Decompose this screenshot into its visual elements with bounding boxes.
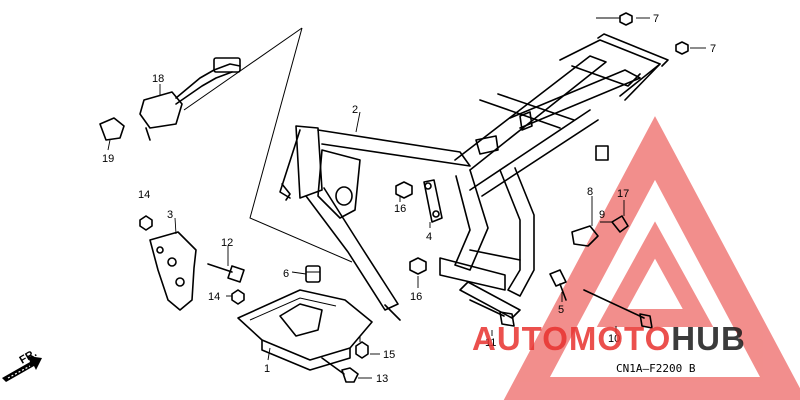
callout-10: 10 xyxy=(608,333,620,345)
callout-19: 19 xyxy=(102,153,114,165)
callout-7a: 7 xyxy=(653,13,659,25)
skid-plate-drawing xyxy=(237,289,373,371)
bolt-13-15-drawings xyxy=(321,336,369,383)
callout-5: 5 xyxy=(558,304,564,316)
diagram-code: CN1A–F2200 B xyxy=(616,362,696,375)
callout-13: 13 xyxy=(376,373,388,385)
callout-8: 8 xyxy=(587,186,593,198)
side-bracket-drawing xyxy=(149,231,197,311)
callout-2: 2 xyxy=(352,104,358,116)
ignition-switch-drawing xyxy=(99,57,241,141)
bolt-12-drawing xyxy=(207,263,245,283)
leader-lines xyxy=(107,17,706,379)
callout-11: 11 xyxy=(485,337,496,349)
callout-12: 12 xyxy=(221,237,233,249)
callout-18: 18 xyxy=(152,73,164,85)
long-bolt-drawings xyxy=(469,269,653,329)
callout-16b: 16 xyxy=(410,291,422,303)
callout-3: 3 xyxy=(167,209,173,221)
callout-1: 1 xyxy=(264,363,270,375)
watermark-brand-part1: AUTOMOTO xyxy=(472,320,671,357)
main-frame-drawing xyxy=(279,33,669,321)
watermark-brand-part2: HUB xyxy=(671,320,746,357)
callout-7b: 7 xyxy=(710,43,716,55)
callout-4: 4 xyxy=(426,231,432,243)
callout-14b: 14 xyxy=(208,291,220,303)
callout-9: 9 xyxy=(599,209,605,221)
collar-drawing xyxy=(305,265,321,283)
callout-17: 17 xyxy=(617,188,629,200)
nut-7-drawings xyxy=(619,12,689,55)
bracket-8-drawing xyxy=(571,215,629,247)
engine-hanger-drawing xyxy=(423,179,443,223)
callout-16a: 16 xyxy=(394,203,406,215)
front-direction-arrow-icon xyxy=(2,356,42,382)
watermark-logo-icon xyxy=(503,116,800,400)
callout-15: 15 xyxy=(383,349,395,361)
watermark-brand: AUTOMOTOHUB xyxy=(472,320,746,357)
harness-sheet-outline xyxy=(183,27,353,263)
callout-14a: 14 xyxy=(138,189,150,201)
callout-labels: 1 2 3 4 5 6 7 7 8 9 10 11 12 13 14 14 15… xyxy=(102,13,716,385)
nut-14-drawings xyxy=(139,215,245,305)
svg-text:AUTOMOTOHUB: AUTOMOTOHUB xyxy=(472,320,746,357)
callout-6: 6 xyxy=(283,268,289,280)
nut-drawings xyxy=(395,181,427,275)
